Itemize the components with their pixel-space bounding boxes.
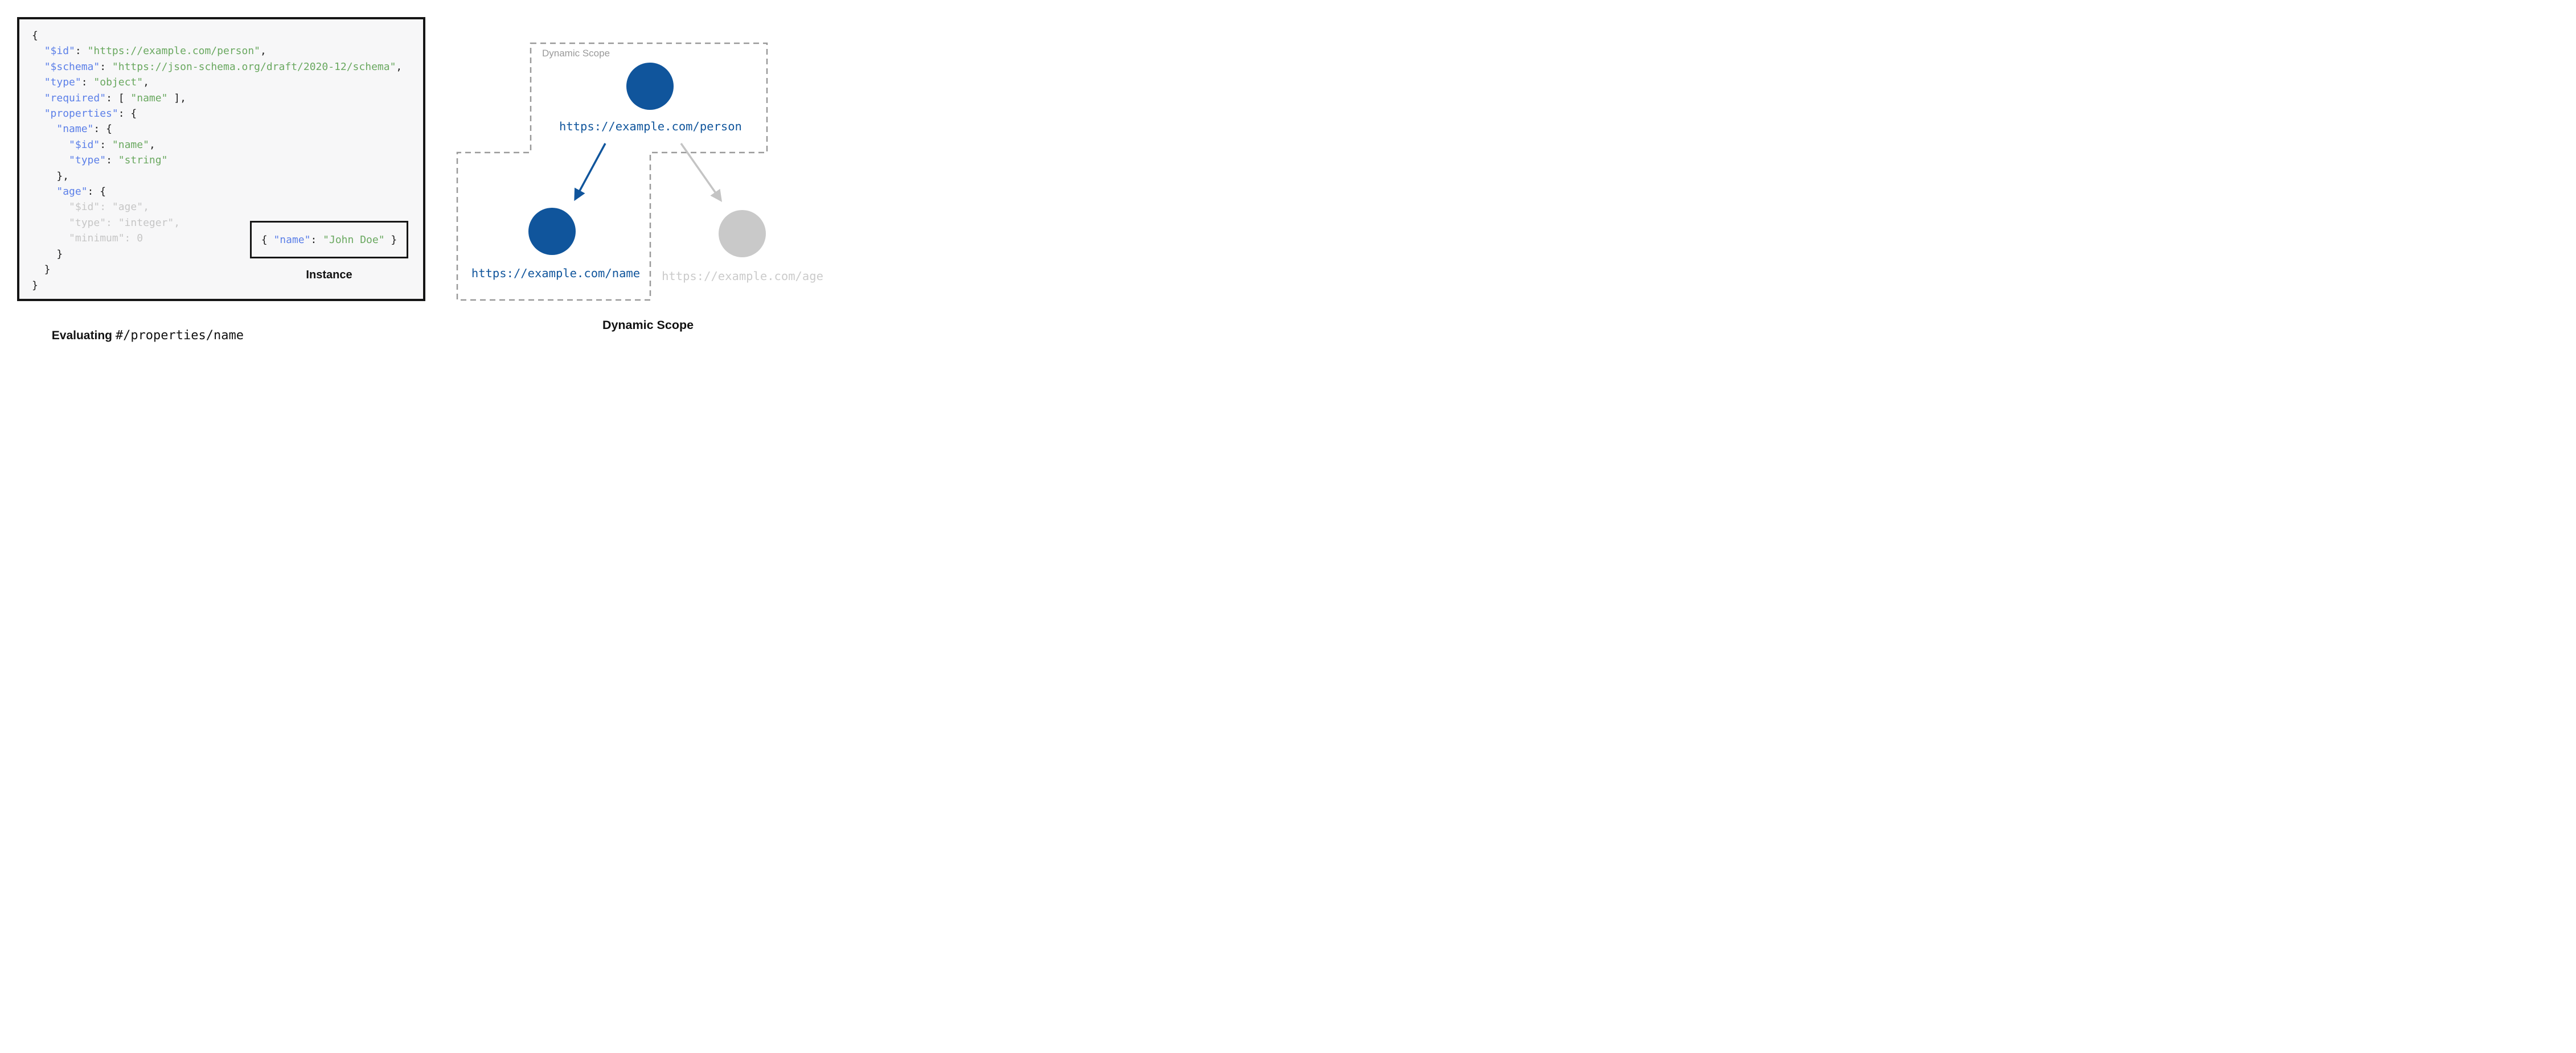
code-lines: { "$id": "https://example.com/person", "… bbox=[32, 28, 402, 293]
code-token: } bbox=[384, 233, 397, 246]
code-token: }, bbox=[32, 170, 69, 182]
evaluating-caption: Evaluating #/properties/name bbox=[42, 318, 244, 351]
code-line: "type": "object", bbox=[32, 75, 402, 90]
code-token: "type": "integer", bbox=[32, 216, 181, 229]
code-token: ], bbox=[167, 92, 186, 104]
person-to-name-arrow bbox=[574, 143, 606, 201]
code-token: } bbox=[32, 264, 51, 276]
code-token: : bbox=[100, 60, 112, 73]
code-token: : bbox=[310, 233, 323, 246]
code-token: "$id" bbox=[44, 45, 75, 57]
code-token: "age" bbox=[56, 186, 88, 198]
code-line: } bbox=[32, 278, 402, 293]
code-token: "properties" bbox=[44, 108, 118, 120]
evaluating-caption-path: #/properties/name bbox=[115, 328, 244, 343]
code-token: "name" bbox=[273, 233, 311, 246]
code-token: "type" bbox=[44, 76, 81, 89]
code-token: , bbox=[396, 60, 403, 73]
code-token: : bbox=[75, 45, 88, 57]
age-node-url: https://example.com/age bbox=[662, 269, 823, 283]
code-line: }, bbox=[32, 168, 402, 184]
code-token: { bbox=[261, 233, 274, 246]
code-line: "name": { bbox=[32, 121, 402, 137]
code-token: : { bbox=[93, 123, 112, 135]
code-token: "https://json-schema.org/draft/2020-12/s… bbox=[112, 60, 396, 73]
code-token: "name" bbox=[130, 92, 168, 104]
age-node-circle bbox=[719, 210, 766, 257]
code-line: "$schema": "https://json-schema.org/draf… bbox=[32, 59, 403, 75]
code-token: : { bbox=[118, 108, 137, 120]
code-line: } bbox=[32, 262, 402, 277]
code-token: , bbox=[260, 45, 266, 57]
code-token: : [ bbox=[106, 92, 131, 104]
code-token: : bbox=[81, 76, 94, 89]
code-token: , bbox=[149, 138, 155, 151]
code-token: , bbox=[143, 76, 149, 89]
dynamic-scope-outline bbox=[456, 42, 768, 301]
code-token: "name" bbox=[112, 138, 149, 151]
code-line: "age": { bbox=[32, 184, 402, 199]
code-token: "required" bbox=[44, 92, 106, 104]
dynamic-scope-caption: Dynamic Scope bbox=[602, 318, 694, 332]
evaluating-caption-bold: Evaluating bbox=[51, 329, 112, 342]
code-token: "https://example.com/person" bbox=[87, 45, 260, 57]
code-line: "type": "string" bbox=[32, 153, 402, 168]
person-to-age-arrow bbox=[680, 142, 723, 202]
code-line: { bbox=[32, 28, 402, 43]
code-token: "$schema" bbox=[44, 60, 100, 73]
schema-code-panel: { "$id": "https://example.com/person", "… bbox=[17, 17, 425, 301]
code-line: "type": "integer", bbox=[32, 215, 402, 231]
code-token: "string" bbox=[118, 154, 168, 167]
code-token: "John Doe" bbox=[323, 233, 385, 246]
instance-label: Instance bbox=[306, 269, 352, 281]
name-node-url: https://example.com/name bbox=[471, 266, 641, 280]
scope-svg bbox=[456, 42, 768, 301]
name-node-circle bbox=[528, 208, 576, 255]
code-token: : bbox=[106, 154, 118, 167]
code-token: "object" bbox=[93, 76, 143, 89]
code-token: { bbox=[32, 30, 38, 42]
dynamic-scope-label: Dynamic Scope bbox=[542, 48, 610, 59]
code-token: "$id": "age", bbox=[32, 201, 149, 213]
code-token: : { bbox=[87, 186, 106, 198]
code-line: } bbox=[32, 246, 402, 262]
code-token: "type" bbox=[69, 154, 106, 167]
code-line: "minimum": 0 bbox=[32, 231, 402, 246]
code-line: "$id": "https://example.com/person", bbox=[32, 43, 402, 59]
person-node-circle bbox=[626, 63, 674, 110]
code-token: } bbox=[32, 279, 38, 291]
diagram-canvas: { "$id": "https://example.com/person", "… bbox=[0, 0, 859, 351]
instance-code: { "name": "John Doe" } bbox=[261, 234, 397, 246]
code-line: "required": [ "name" ], bbox=[32, 91, 402, 106]
code-token: "$id" bbox=[69, 138, 100, 151]
code-token: } bbox=[32, 248, 63, 260]
instance-box: { "name": "John Doe" } bbox=[250, 221, 408, 258]
code-line: "properties": { bbox=[32, 106, 402, 121]
code-line: "$id": "age", bbox=[32, 199, 402, 215]
code-token: "minimum": 0 bbox=[32, 232, 143, 245]
code-token: "name" bbox=[56, 123, 94, 135]
code-token: : bbox=[100, 138, 112, 151]
person-node-url: https://example.com/person bbox=[559, 120, 742, 133]
code-line: "$id": "name", bbox=[32, 137, 402, 153]
